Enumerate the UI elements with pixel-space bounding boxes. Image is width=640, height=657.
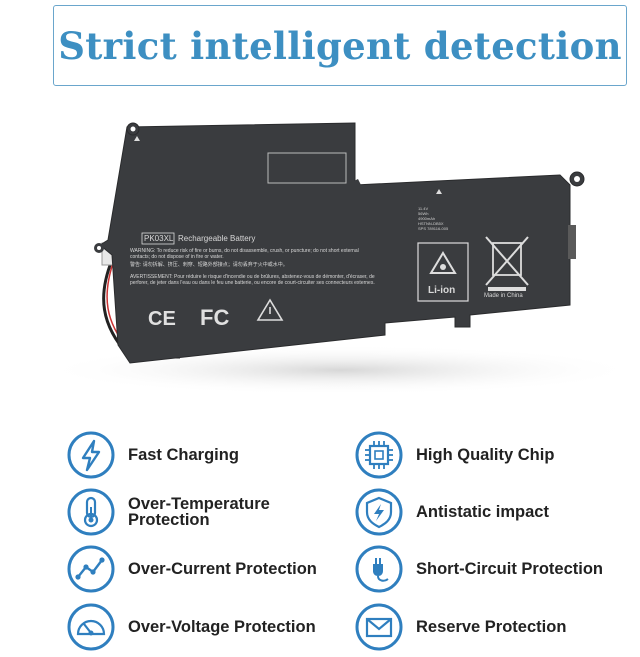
battery-spec-block: 11.4V 56Wh 4900mAh HSTNN-DB5X SPS 789116… (418, 206, 448, 231)
battery-warning-en: WARNING: To reduce risk of fire or burns… (130, 248, 359, 260)
battery-warning-fr: AVERTISSEMENT: Pour réduire le risque d'… (130, 274, 375, 286)
feature-antistatic: Antistatic impact (354, 487, 549, 537)
feature-label-line2: Protection (128, 511, 210, 529)
plug-icon (354, 544, 404, 594)
recycle-icon (429, 251, 457, 274)
spec-line: 4900mAh (418, 216, 436, 221)
warning-triangle-icon (256, 298, 284, 321)
page-title: Strict intelligent detection (58, 23, 622, 68)
feature-label: Antistatic impact (416, 503, 549, 521)
spec-line: SPS 789116-005 (418, 226, 449, 231)
feature-label: Over-Voltage Protection (128, 618, 316, 636)
spec-line: 11.4V (418, 206, 429, 211)
battery-type: Rechargeable Battery (178, 234, 256, 243)
feature-fast-charging: Fast Charging (66, 430, 239, 480)
title-banner: Strict intelligent detection (53, 5, 627, 86)
feature-label: Reserve Protection (416, 618, 567, 636)
feature-label: Over-Temperature Protection (128, 495, 270, 529)
thermometer-icon (66, 487, 116, 537)
ce-mark: CE (148, 308, 176, 330)
fcc-mark: FC (200, 305, 230, 330)
spec-line: HSTNN-DB5X (418, 221, 444, 226)
chip-icon (354, 430, 404, 480)
feature-high-quality-chip: High Quality Chip (354, 430, 554, 480)
battery-image (40, 122, 640, 395)
battery-warning-zh: 警告: 请勿拆解、挤压、刺穿、短路外部接点；请勿丢弃于火中或水中。 (130, 262, 288, 268)
feature-reserve: Reserve Protection (354, 602, 566, 652)
gauge-icon (66, 602, 116, 652)
recycle-label: Li-ion (428, 285, 456, 296)
shield-lightning-icon (354, 487, 404, 537)
feature-label: High Quality Chip (416, 446, 555, 464)
feature-label: Fast Charging (128, 446, 239, 464)
envelope-icon (354, 602, 404, 652)
lightning-icon (66, 430, 116, 480)
feature-over-voltage: Over-Voltage Protection (66, 602, 316, 652)
crossed-bin-icon (485, 236, 529, 291)
feature-over-current: Over-Current Protection (66, 544, 317, 594)
feature-label-line1: Over-Temperature (128, 495, 270, 513)
feature-label: Short-Circuit Protection (416, 560, 604, 578)
origin-label: Made in China (484, 293, 523, 299)
feature-label: Over-Current Protection (128, 560, 317, 578)
feature-short-circuit: Short-Circuit Protection (354, 544, 603, 594)
spec-line: 56Wh (418, 211, 429, 216)
current-wave-icon (66, 544, 116, 594)
battery-model: PK03XL (144, 234, 174, 243)
feature-over-temperature: Over-Temperature Protection (66, 487, 270, 537)
